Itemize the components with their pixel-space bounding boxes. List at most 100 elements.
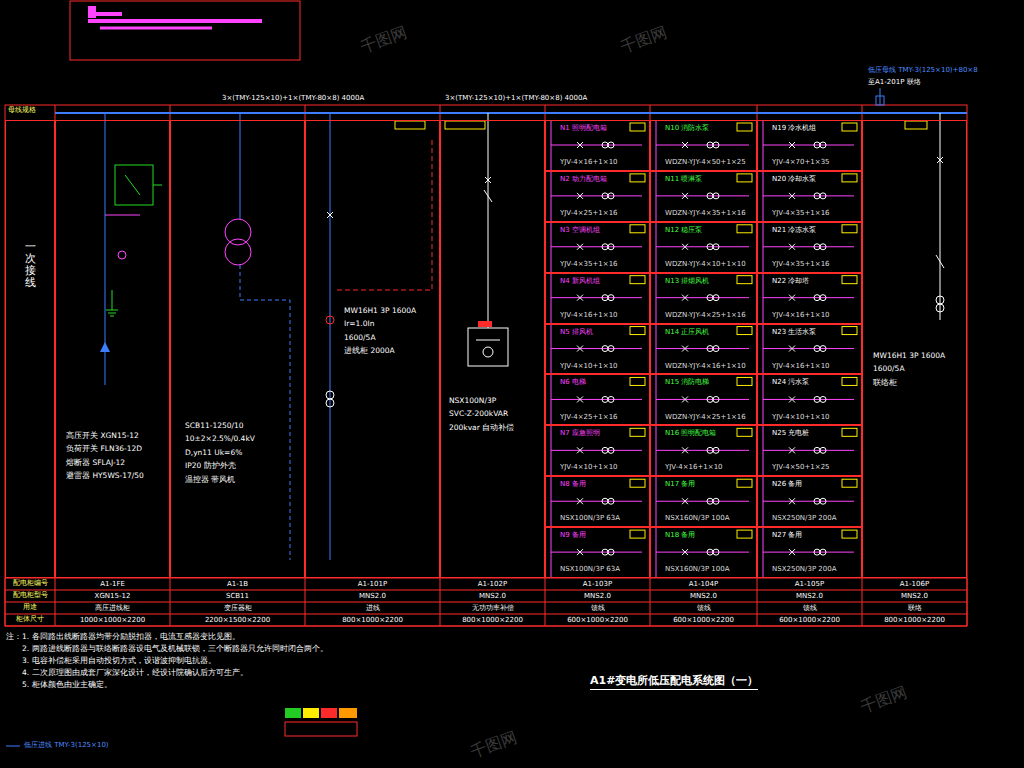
tag-box — [630, 225, 645, 233]
feeder-circuit: N11 喷淋泵WDZN-YJY-4×35+1×16 — [650, 171, 757, 222]
table-line — [862, 578, 863, 626]
feeder-line — [656, 348, 749, 349]
table-line — [440, 578, 441, 626]
circuit-name: N27 备用 — [772, 531, 802, 540]
cable-spec: YJV-4×50+1×25 — [772, 463, 830, 472]
feeder-circuit: N13 排烟风机WDZN-YJY-4×25+1×16 — [650, 273, 757, 324]
marker-box — [285, 708, 301, 718]
tag-box — [737, 174, 752, 182]
feeder-circuit: N1 照明配电箱YJV-4×16+1×10 — [545, 120, 650, 171]
breaker-symbol — [682, 193, 688, 199]
feeder-line — [763, 246, 854, 247]
ct-symbol — [608, 142, 614, 148]
table-cell: 800×1000×2200 — [862, 614, 967, 626]
equipment-spec: 熔断器 SFLAJ-12 — [66, 458, 125, 467]
ct-symbol — [608, 193, 614, 199]
breaker-symbol — [577, 295, 583, 301]
ct-symbol — [608, 396, 614, 402]
tag-box — [630, 428, 645, 436]
tag-box — [842, 428, 857, 436]
feeder-line — [656, 297, 749, 298]
table-cell: 600×1000×2200 — [545, 614, 650, 626]
feeder-circuit: N10 消防水泵WDZN-YJY-4×50+1×25 — [650, 120, 757, 171]
circuit-name: N23 生活水泵 — [772, 328, 816, 337]
hv-feeder — [240, 113, 241, 219]
table-cell: A1-102P — [440, 578, 545, 590]
ct-symbol — [602, 193, 608, 199]
breaker-symbol — [682, 447, 688, 453]
ct-symbol — [602, 447, 608, 453]
breaker-symbol — [789, 447, 795, 453]
table-cell: MNS2.0 — [545, 590, 650, 602]
tag-box — [445, 121, 485, 129]
breaker-symbol — [789, 498, 795, 504]
breaker-symbol — [577, 295, 583, 301]
breaker-symbol — [577, 193, 583, 199]
feeder-line — [763, 348, 854, 349]
table-line — [5, 602, 967, 603]
breaker-symbol — [789, 295, 795, 301]
busbar-spec: 3×(TMY-125×10)+1×(TMY-80×8) 4000A — [445, 94, 587, 102]
ct-symbol — [713, 142, 719, 148]
tag-box — [737, 225, 752, 233]
logo-mark — [100, 27, 212, 30]
breaker-symbol — [789, 447, 795, 453]
breaker-symbol — [937, 157, 943, 163]
feeder-line — [656, 246, 749, 247]
table-line — [650, 578, 651, 626]
ct-symbol — [713, 244, 719, 250]
breaker-symbol — [682, 346, 688, 352]
breaker-symbol — [682, 193, 688, 199]
lv-cable — [240, 265, 290, 560]
cable-spec: YJV-4×25+1×16 — [560, 209, 618, 218]
circuit-name: N5 排风机 — [560, 328, 593, 337]
cable-spec: NSX250N/3P 200A — [772, 565, 836, 574]
table-cell: 800×1000×2200 — [305, 614, 440, 626]
tag-box — [630, 276, 645, 284]
tag-box — [630, 174, 645, 182]
table-cell: 进线 — [305, 602, 440, 614]
capacitor-bank — [483, 347, 493, 357]
circuit-name: N6 电梯 — [560, 378, 586, 387]
breaker-symbol — [789, 193, 795, 199]
equipment-spec: 负荷开关 FLN36-12D — [66, 444, 142, 453]
breaker-symbol — [682, 142, 688, 148]
ct-symbol — [713, 193, 719, 199]
cable-spec: YJV-4×16+1×10 — [560, 158, 618, 167]
circuit-name: N22 冷却塔 — [772, 277, 809, 286]
circuit-name: N13 排烟风机 — [665, 277, 709, 286]
feeder-circuit: N3 空调机组YJV-4×35+1×16 — [545, 222, 650, 273]
breaker-symbol — [789, 498, 795, 504]
table-header: 柜体尺寸 — [5, 614, 55, 626]
circuit-name: N7 应急照明 — [560, 429, 600, 438]
switchgear-panel: MW16H1 3P 1600AIr=1.0In1600/5A进线柜 2000A — [305, 120, 440, 578]
table-cell: MNS2.0 — [650, 590, 757, 602]
circuit-name: N9 备用 — [560, 531, 586, 540]
equipment-spec: 温控器 带风机 — [185, 475, 235, 484]
breaker-symbol — [789, 142, 795, 148]
table-cell: 高压进线柜 — [55, 602, 170, 614]
tag-box — [842, 123, 857, 131]
feeder-line — [656, 552, 749, 553]
feeder-line — [763, 195, 854, 196]
table-header: 配电柜型号 — [5, 590, 55, 602]
busbar-spec: 至A1-201P 联络 — [868, 78, 921, 86]
ct-symbol — [820, 498, 826, 504]
feeder-line — [551, 246, 642, 247]
watermark: 千图网 — [618, 22, 670, 56]
control-wire — [105, 215, 140, 216]
switchgear-panel: SCB11-1250/1010±2×2.5%/0.4kVD,yn11 Uk=6%… — [170, 120, 305, 578]
breaker-symbol — [789, 396, 795, 402]
breaker-symbol — [577, 549, 583, 555]
breaker-symbol — [682, 498, 688, 504]
tag-box — [737, 123, 752, 131]
table-cell: 600×1000×2200 — [650, 614, 757, 626]
table-cell: A1-1B — [170, 578, 305, 590]
table-cell: SCB11 — [170, 590, 305, 602]
breaker-symbol — [682, 295, 688, 301]
breaker-symbol — [789, 396, 795, 402]
ct-symbol — [814, 142, 820, 148]
breaker-symbol — [577, 549, 583, 555]
feeder-circuit: N8 备用NSX100N/3P 63A — [545, 476, 650, 527]
table-line — [757, 578, 758, 626]
